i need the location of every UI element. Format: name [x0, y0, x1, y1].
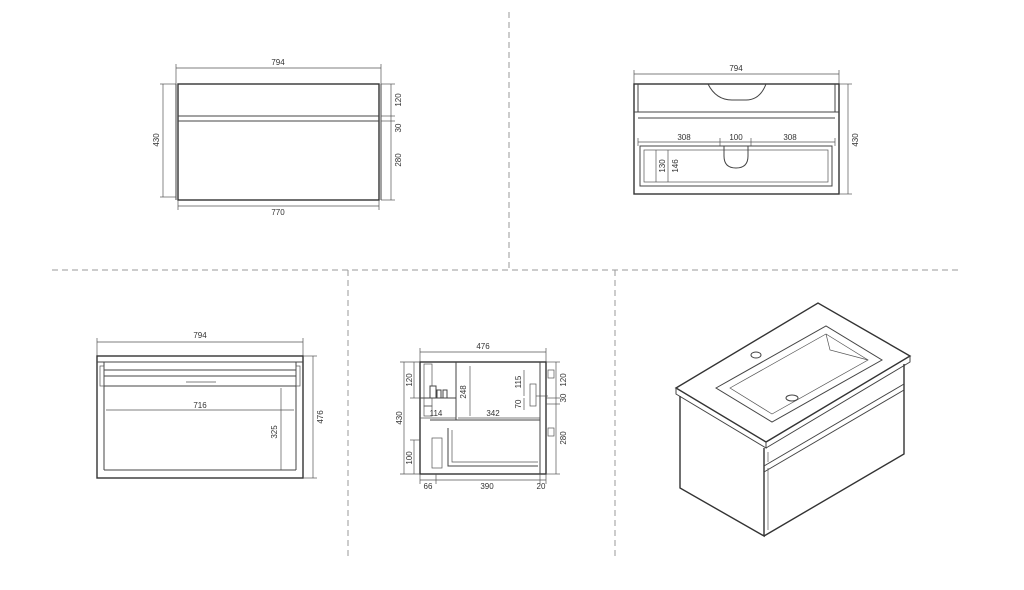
top-inner-width-label: 716 [193, 401, 207, 410]
isometric-view [674, 302, 912, 538]
rear-h-small-2-label: 146 [671, 159, 680, 173]
front-view: 794 430 120 30 280 770 [152, 58, 403, 217]
side-right-30-label: 30 [559, 393, 568, 402]
rear-right-span-label: 308 [783, 133, 797, 142]
front-drawer-label: 280 [394, 153, 403, 167]
side-v248-label: 248 [459, 385, 468, 399]
side-v100-label: 100 [405, 451, 414, 465]
rear-width-top-label: 794 [729, 64, 743, 73]
side-right-280-label: 280 [559, 431, 568, 445]
rear-h-small-1-label: 130 [658, 159, 667, 173]
side-right-120-label: 120 [559, 373, 568, 387]
top-width-top-label: 794 [193, 331, 207, 340]
top-inner-depth-label: 325 [270, 425, 279, 439]
side-depth-top-label: 476 [476, 342, 490, 351]
side-h114-label: 114 [430, 409, 443, 418]
side-h342-label: 342 [486, 409, 500, 418]
side-v70-label: 70 [514, 399, 523, 408]
top-view: 794 716 325 476 [96, 331, 325, 479]
front-width-bottom-label: 770 [271, 208, 285, 217]
front-top-band-label: 120 [394, 93, 403, 107]
rear-left-span-label: 308 [677, 133, 691, 142]
front-height-label: 430 [152, 133, 161, 147]
side-b66-label: 66 [424, 482, 433, 491]
side-top-band-label: 120 [405, 373, 414, 387]
top-depth-label: 476 [316, 410, 325, 424]
front-width-top-label: 794 [271, 58, 285, 67]
rear-view: 794 308 100 308 130 146 430 [633, 64, 860, 195]
front-gap-label: 30 [394, 123, 403, 132]
rear-mid-span-label: 100 [729, 133, 743, 142]
side-b20-label: 20 [537, 482, 546, 491]
view-separators [52, 12, 960, 560]
side-b390-label: 390 [480, 482, 494, 491]
side-v115-label: 115 [514, 375, 523, 388]
rear-height-label: 430 [851, 133, 860, 147]
side-section-view: 476 248 115 70 114 342 430 [395, 342, 568, 491]
side-height-label: 430 [395, 411, 404, 425]
